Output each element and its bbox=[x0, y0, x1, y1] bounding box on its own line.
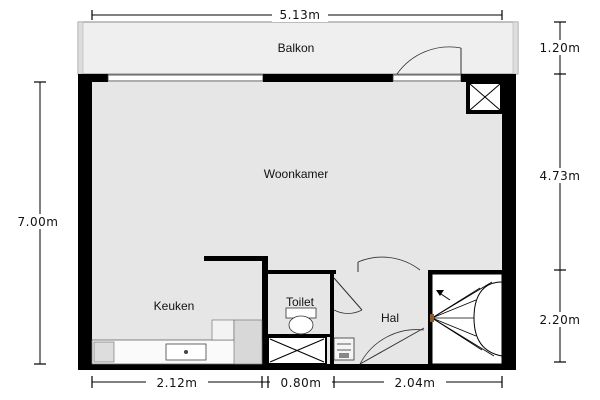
dimension-label-woonkamer-depth: 4.73m bbox=[540, 169, 581, 183]
room-label-keuken: Keuken bbox=[154, 299, 195, 313]
shaft-top-right bbox=[466, 80, 504, 114]
hal-door bbox=[357, 256, 421, 272]
window bbox=[107, 74, 264, 82]
balcony-area bbox=[77, 21, 519, 75]
room-label-woonkamer: Woonkamer bbox=[264, 167, 328, 181]
oven-unit bbox=[233, 319, 263, 365]
front-door bbox=[359, 327, 425, 365]
dimension-right: 1.20m 4.73m 2.20m bbox=[528, 21, 590, 363]
dimension-label-toilet-width: 0.80m bbox=[281, 376, 322, 390]
shaft-bottom bbox=[267, 336, 327, 365]
balcony-door bbox=[396, 46, 462, 75]
meter-cupboard bbox=[333, 337, 355, 361]
staircase bbox=[430, 273, 503, 365]
room-label-balkon: Balkon bbox=[278, 41, 315, 55]
exterior-walls bbox=[78, 74, 516, 370]
dimension-label-hal-width: 2.04m bbox=[395, 376, 436, 390]
dimension-top-width: 5.13m bbox=[91, 8, 503, 22]
balcony-door-opening bbox=[392, 74, 462, 82]
dimension-bottom: 2.12m 0.80m 2.04m bbox=[91, 375, 503, 390]
fridge bbox=[211, 319, 235, 341]
dimension-label-balkon-depth: 1.20m bbox=[540, 41, 581, 55]
toilet-fixture bbox=[285, 307, 317, 335]
room-label-hal: Hal bbox=[381, 311, 399, 325]
toilet-door bbox=[333, 277, 363, 314]
dimension-label-hal-depth: 2.20m bbox=[540, 313, 581, 327]
dimension-label-top-width: 5.13m bbox=[280, 8, 321, 22]
dimension-label-total-depth: 7.00m bbox=[18, 215, 59, 229]
dimension-label-keuken-width: 2.12m bbox=[157, 376, 198, 390]
dimension-left: 7.00m bbox=[6, 81, 74, 365]
kitchen-counter bbox=[91, 319, 263, 365]
room-label-toilet: Toilet bbox=[286, 295, 315, 309]
